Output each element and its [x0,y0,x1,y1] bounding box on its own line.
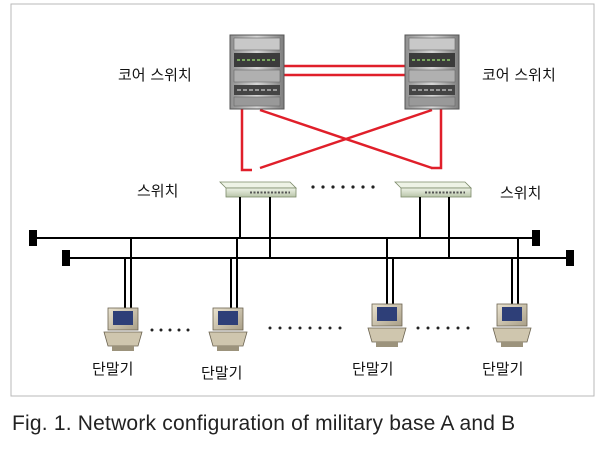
terminal-3-label: 단말기 [352,360,393,378]
core1-switch1-link [240,106,260,172]
terminator-lower-left [62,250,70,266]
figure-caption: Fig. 1. Network configuration of militar… [12,412,516,435]
switch-ellipsis [311,185,375,189]
diagram-frame [10,3,595,397]
terminal-1-label: 단말기 [92,360,133,378]
core2-switch2-link [431,106,443,170]
core-switch-1-label: 코어 스위치 [118,66,192,84]
terminator-upper-left [29,230,37,246]
terminal-ellipsis [150,326,470,332]
core-switch-1 [229,34,285,110]
terminator-upper-right [532,230,540,246]
bus-network [36,197,570,310]
switch-1 [219,181,297,198]
core2-switch1-link [259,108,433,170]
terminal-4-label: 단말기 [482,360,523,378]
terminal-2-label: 단말기 [201,364,242,382]
terminal-2 [208,307,248,351]
core-switch-2 [404,34,460,110]
core-switch-2-label: 코어 스위치 [482,66,556,84]
terminator-lower-right [566,250,574,266]
terminal-1 [103,307,143,351]
bus-terminators [29,230,574,266]
terminal-4 [492,303,532,347]
switch-2 [394,181,472,198]
switch-2-label: 스위치 [500,184,541,202]
switch-1-label: 스위치 [137,182,178,200]
terminal-3 [367,303,407,347]
